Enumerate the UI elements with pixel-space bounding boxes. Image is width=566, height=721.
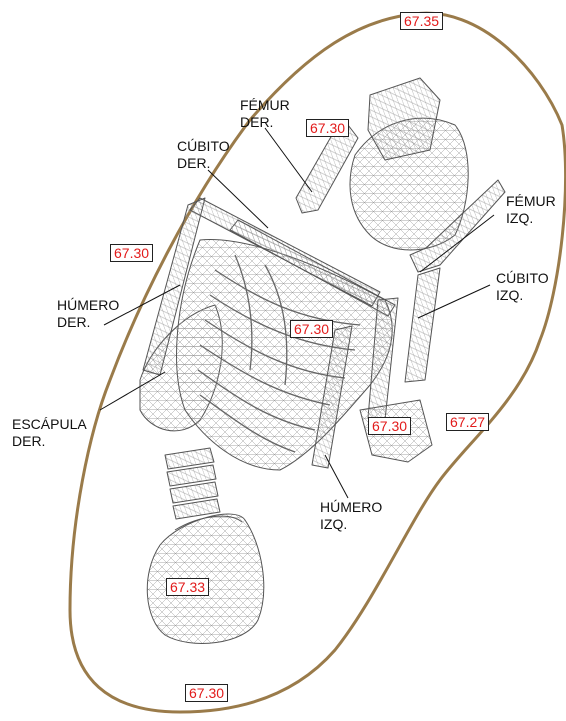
elevation-center: 67.30 bbox=[290, 320, 333, 338]
elevation-left: 67.30 bbox=[110, 244, 153, 262]
elevation-right: 67.27 bbox=[446, 413, 489, 431]
elevation-skull: 67.33 bbox=[166, 578, 209, 596]
femur-right-bone bbox=[296, 125, 358, 213]
elevation-right-lower: 67.30 bbox=[368, 417, 411, 435]
cubito-left-bone bbox=[405, 268, 440, 382]
elevation-femur-der: 67.30 bbox=[306, 119, 349, 137]
thorax bbox=[177, 240, 393, 470]
sacrum bbox=[368, 78, 440, 160]
cervical-vertebrae bbox=[165, 448, 220, 519]
elevation-bottom: 67.30 bbox=[185, 684, 228, 702]
elevation-top: 67.35 bbox=[400, 12, 443, 30]
